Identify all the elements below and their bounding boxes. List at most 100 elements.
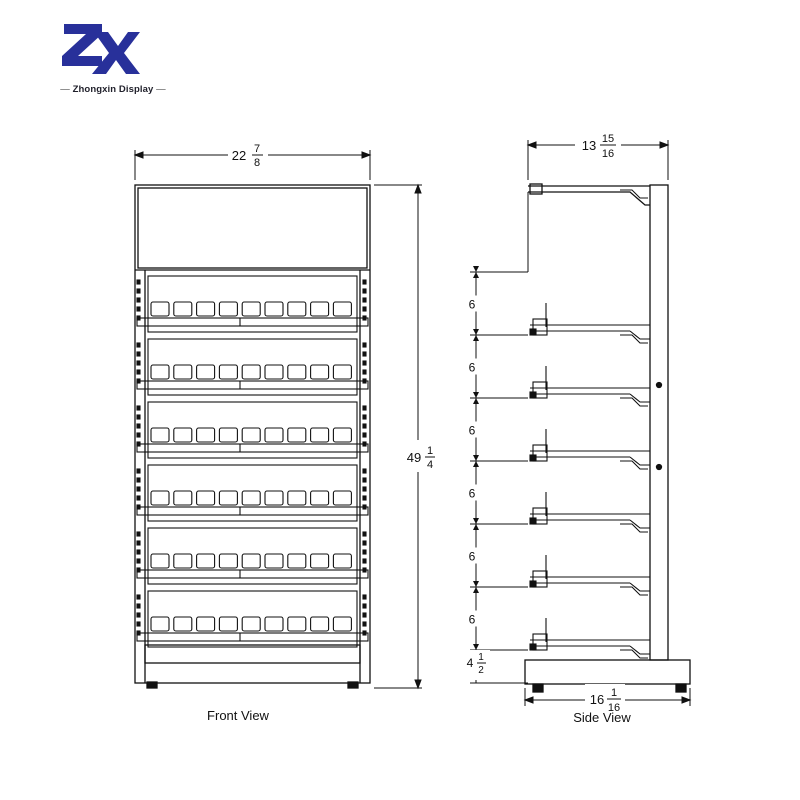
product-slot bbox=[241, 553, 261, 569]
shelf-front-lip bbox=[136, 380, 369, 390]
side-rail-hole bbox=[362, 612, 367, 618]
product-slot bbox=[287, 427, 307, 443]
side-shelf-bracket bbox=[529, 618, 650, 659]
side-rail-hole bbox=[136, 504, 141, 510]
front-height-num: 1 bbox=[427, 445, 433, 457]
front-shelf-tier bbox=[136, 275, 369, 333]
product-slot bbox=[241, 490, 261, 506]
side-rail-hole bbox=[362, 549, 367, 555]
product-slot bbox=[196, 490, 216, 506]
product-slot bbox=[264, 427, 284, 443]
product-slot bbox=[150, 427, 170, 443]
shelf-front-lip bbox=[136, 506, 369, 516]
side-base bbox=[524, 659, 691, 685]
side-rail-hole bbox=[362, 315, 367, 321]
side-rail-hole bbox=[136, 297, 141, 303]
product-slot bbox=[173, 427, 193, 443]
side-rail-hole bbox=[136, 441, 141, 447]
product-slot bbox=[332, 616, 352, 632]
product-slot bbox=[287, 490, 307, 506]
front-width-whole: 22 bbox=[232, 148, 246, 163]
shelf-front-channel bbox=[532, 570, 548, 588]
product-slot bbox=[241, 427, 261, 443]
product-slot bbox=[150, 490, 170, 506]
side-rail-hole bbox=[136, 423, 141, 429]
front-shelf-tier bbox=[136, 527, 369, 585]
product-slot bbox=[264, 490, 284, 506]
shelf-front-lip bbox=[136, 632, 369, 642]
side-rail-hole bbox=[136, 369, 141, 375]
front-shelf-tier bbox=[136, 590, 369, 648]
shelf-spacing-label: 6 bbox=[469, 550, 476, 564]
side-vertical-dimension-chain bbox=[470, 192, 529, 684]
side-dim-ticks bbox=[470, 266, 528, 656]
side-shelf-bracket bbox=[529, 492, 650, 533]
product-slot bbox=[310, 553, 330, 569]
side-rail-hole bbox=[362, 540, 367, 546]
front-shelf-tier bbox=[136, 338, 369, 396]
side-rail-hole bbox=[362, 378, 367, 384]
brand-name-text: Zhongxin Display bbox=[72, 84, 154, 95]
side-rail-hole bbox=[136, 432, 141, 438]
product-slot bbox=[218, 427, 238, 443]
side-top-depth-whole: 13 bbox=[582, 138, 596, 153]
side-shelf-bracket bbox=[529, 366, 650, 407]
dim-arrow bbox=[473, 329, 479, 335]
product-slot bbox=[287, 364, 307, 380]
side-rail-hole bbox=[136, 531, 141, 537]
product-slot bbox=[310, 616, 330, 632]
shelf-bay bbox=[147, 527, 358, 585]
product-slot bbox=[150, 553, 170, 569]
shelf-front-lip bbox=[136, 317, 369, 327]
side-base-depth-num: 1 bbox=[611, 687, 617, 699]
side-rail-hole bbox=[136, 279, 141, 285]
side-rail-hole bbox=[136, 558, 141, 564]
product-slot bbox=[196, 364, 216, 380]
side-view-caption: Side View bbox=[573, 710, 631, 725]
product-slot bbox=[150, 616, 170, 632]
product-slot bbox=[196, 616, 216, 632]
product-slot bbox=[287, 553, 307, 569]
shelf-front-channel bbox=[532, 318, 548, 336]
shelf-bay bbox=[147, 464, 358, 522]
product-slot bbox=[241, 364, 261, 380]
side-base-height-num: 1 bbox=[478, 652, 484, 663]
dim-arrow bbox=[473, 644, 479, 650]
side-rail-hole bbox=[136, 405, 141, 411]
side-rail-hole bbox=[362, 405, 367, 411]
side-upright bbox=[649, 184, 669, 661]
product-slot bbox=[241, 616, 261, 632]
dim-arrow bbox=[473, 455, 479, 461]
product-slot bbox=[264, 553, 284, 569]
product-slot bbox=[218, 490, 238, 506]
side-rail-hole bbox=[136, 378, 141, 384]
product-slot bbox=[173, 301, 193, 317]
header-panel bbox=[137, 187, 368, 269]
product-slot bbox=[310, 364, 330, 380]
product-slot bbox=[264, 616, 284, 632]
side-top-depth-num: 15 bbox=[602, 133, 614, 145]
dim-arrow bbox=[473, 587, 479, 593]
side-rail-hole bbox=[362, 360, 367, 366]
shelf-spacing-label: 6 bbox=[469, 424, 476, 438]
side-shelf-bracket bbox=[529, 303, 650, 344]
side-rail-hole bbox=[136, 360, 141, 366]
side-rail-hole bbox=[136, 315, 141, 321]
side-rail-hole bbox=[136, 603, 141, 609]
product-slot bbox=[196, 427, 216, 443]
side-rail-hole bbox=[362, 594, 367, 600]
side-rail-hole bbox=[136, 414, 141, 420]
shelf-bay bbox=[147, 275, 358, 333]
side-rail-hole bbox=[362, 558, 367, 564]
side-rail-hole bbox=[136, 351, 141, 357]
front-view-caption: Front View bbox=[207, 708, 270, 723]
product-slot bbox=[218, 616, 238, 632]
front-view bbox=[134, 184, 371, 689]
side-rail-hole bbox=[136, 621, 141, 627]
product-slot bbox=[287, 301, 307, 317]
side-rail-hole bbox=[362, 621, 367, 627]
shelf-front-channel bbox=[532, 381, 548, 399]
front-height-den: 4 bbox=[427, 459, 433, 471]
shelf-spacing-label: 6 bbox=[469, 298, 476, 312]
